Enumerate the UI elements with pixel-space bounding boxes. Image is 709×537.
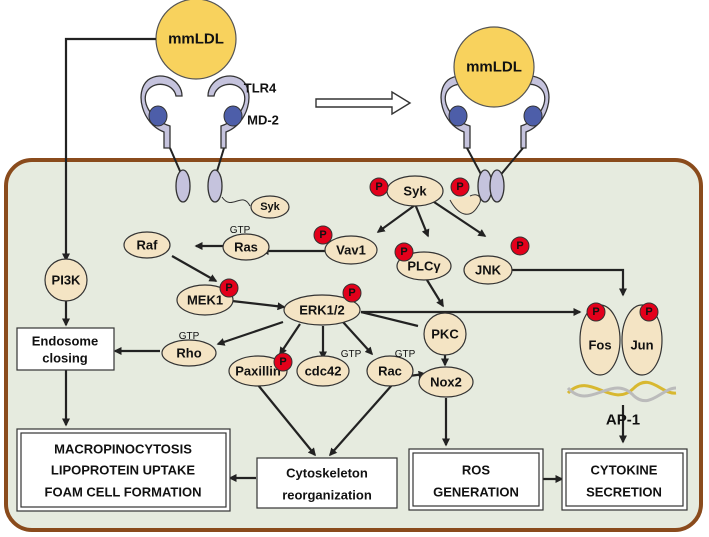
- raf-label: Raf: [137, 238, 159, 253]
- endosome-box: Endosome closing: [16, 327, 115, 371]
- label: P: [516, 240, 523, 252]
- plcg-label: PLCγ: [407, 259, 441, 274]
- rac-label: Rac: [378, 364, 402, 379]
- mmldl-right: mmLDL: [453, 26, 535, 108]
- phospho-badge-jnk: P: [510, 236, 530, 256]
- label: P: [456, 181, 463, 193]
- phospho-badge-plcg: P: [394, 242, 414, 262]
- mmldl-right-label: mmLDL: [466, 59, 522, 76]
- label: P: [645, 306, 652, 318]
- vav1-label: Vav1: [336, 243, 366, 258]
- ras-node: Ras GTP: [222, 225, 270, 261]
- rho-node: Rho GTP: [161, 331, 217, 367]
- label: CYTOKINE: [591, 463, 658, 478]
- label: Cytoskeleton: [286, 466, 368, 481]
- phospho-badges: P P P P P P P P P P: [219, 177, 659, 372]
- cdc42-label: cdc42: [305, 364, 342, 379]
- ap1-complex: Fos Jun AP-1: [566, 304, 677, 429]
- ap1-label: AP-1: [606, 412, 640, 429]
- label: P: [400, 246, 407, 258]
- jnk-label: JNK: [475, 263, 502, 278]
- mek1-node: MEK1: [176, 284, 234, 316]
- raf-node: Raf: [123, 231, 171, 259]
- tlr4-receptor-left: [140, 75, 250, 203]
- phospho-badge-syk-right: P: [450, 177, 470, 197]
- vav1-node: Vav1: [324, 235, 378, 265]
- phospho-badge-paxillin: P: [273, 352, 293, 372]
- label: ROS: [462, 463, 491, 478]
- tlr4-label: TLR4: [244, 81, 277, 96]
- cytoskeleton-box: Cytoskeleton reorganization: [256, 457, 398, 509]
- syk-inactive-label: Syk: [260, 201, 280, 213]
- label: MACROPINOCYTOSIS: [54, 442, 192, 457]
- phospho-badge-syk-left: P: [369, 177, 389, 197]
- mek1-label: MEK1: [187, 293, 223, 308]
- phospho-badge-vav1: P: [313, 225, 333, 245]
- erk-label: ERK1/2: [299, 303, 345, 318]
- jnk-node: JNK: [463, 255, 513, 285]
- mmldl-left: mmLDL: [155, 0, 237, 80]
- ras-gtp-label: GTP: [230, 225, 251, 236]
- nox2-node: Nox2: [418, 366, 474, 398]
- phospho-badge-fos: P: [586, 302, 606, 322]
- macropinocytosis-box: MACROPINOCYTOSIS LIPOPROTEIN UPTAKE FOAM…: [16, 428, 231, 512]
- syk-node: Syk: [386, 175, 481, 215]
- plcg-node: PLCγ: [396, 251, 452, 281]
- ros-generation-box: ROS GENERATION: [408, 448, 544, 511]
- rac-node: Rac GTP: [366, 349, 416, 387]
- syk-inactive: Syk: [250, 195, 290, 219]
- label: LIPOPROTEIN UPTAKE: [51, 463, 196, 478]
- label: P: [375, 181, 382, 193]
- label: Endosome: [32, 334, 98, 349]
- label: closing: [42, 351, 88, 366]
- mmldl-left-label: mmLDL: [168, 31, 224, 48]
- label: P: [592, 306, 599, 318]
- label: P: [225, 282, 232, 294]
- rho-gtp-label: GTP: [179, 331, 200, 342]
- erk-node: ERK1/2: [283, 294, 361, 326]
- phospho-badge-erk: P: [342, 283, 362, 303]
- fos-label: Fos: [588, 338, 611, 353]
- rac-gtp-label: GTP: [395, 349, 416, 360]
- label: FOAM CELL FORMATION: [45, 485, 202, 500]
- label: reorganization: [282, 488, 372, 503]
- rho-label: Rho: [176, 346, 201, 361]
- jun-label: Jun: [630, 338, 653, 353]
- label: GENERATION: [433, 485, 519, 500]
- pkc-label: PKC: [431, 327, 459, 342]
- syk-tether: [221, 196, 251, 207]
- cytokine-secretion-box: CYTOKINE SECRETION: [561, 448, 688, 511]
- syk-label: Syk: [403, 184, 427, 199]
- pkc-node: PKC: [423, 312, 467, 356]
- cdc42-gtp-label: GTP: [341, 349, 362, 360]
- label: P: [348, 287, 355, 299]
- ras-label: Ras: [234, 240, 258, 255]
- label: SECRETION: [586, 485, 662, 500]
- paxillin-node: Paxillin: [228, 355, 288, 387]
- label: P: [279, 356, 286, 368]
- pathway-arrows: [62, 197, 627, 483]
- cdc42-node: cdc42 GTP: [296, 349, 362, 387]
- pi3k-label: PI3K: [52, 273, 82, 288]
- tlr4-receptor-right: [440, 75, 550, 203]
- mmldl-to-pi3k-arrow: [62, 37, 156, 262]
- dna-helix: [566, 380, 677, 397]
- pi3k-node: PI3K: [44, 258, 88, 302]
- md2-label: MD-2: [247, 113, 279, 128]
- activation-arrow: [315, 90, 412, 116]
- nox2-label: Nox2: [430, 375, 462, 390]
- phospho-badge-mek1: P: [219, 278, 239, 298]
- phospho-badge-jun: P: [639, 302, 659, 322]
- label: P: [319, 229, 326, 241]
- paxillin-label: Paxillin: [235, 364, 281, 379]
